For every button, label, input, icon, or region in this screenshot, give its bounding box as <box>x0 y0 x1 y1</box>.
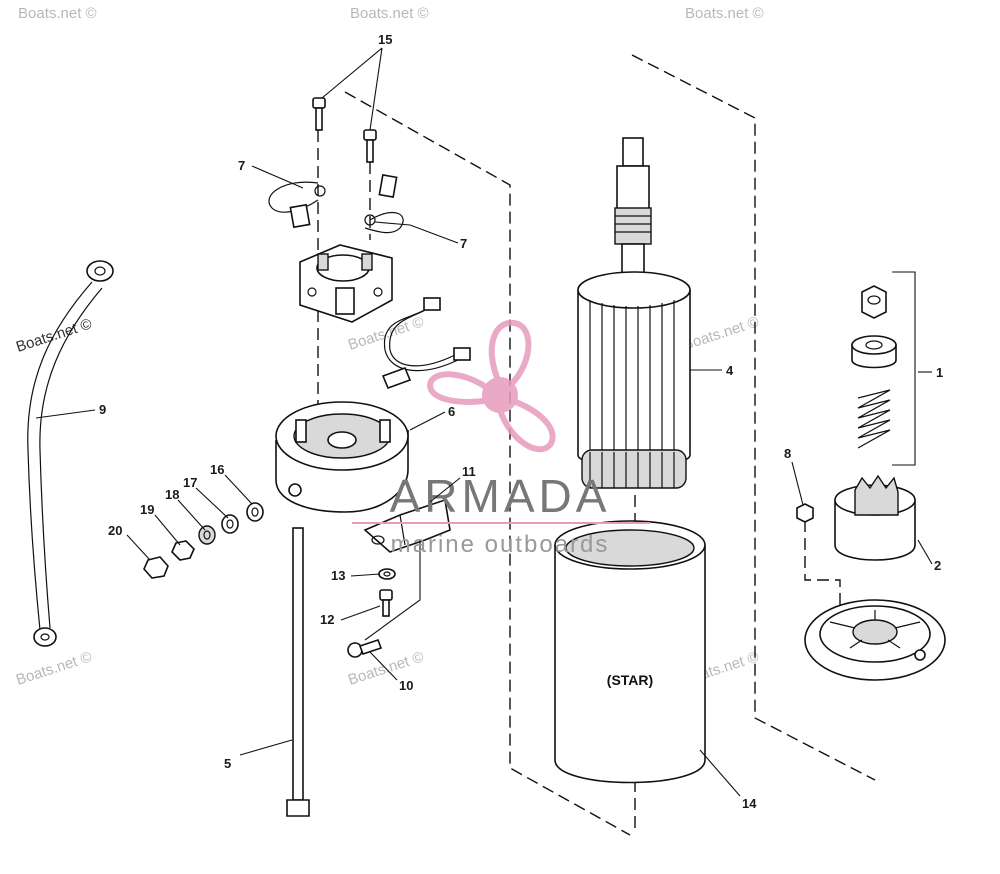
watermark-text: Boats.net © <box>18 5 97 22</box>
nut-part-8 <box>796 503 814 523</box>
brush-lead-wire <box>381 297 471 390</box>
callout-1: 1 <box>936 365 943 380</box>
hardware-stack-16-20 <box>143 502 264 579</box>
callout-2: 2 <box>934 558 941 573</box>
pinion-part-2 <box>834 474 916 561</box>
callout-12: 12 <box>320 612 334 627</box>
callout-15: 15 <box>378 32 392 47</box>
drive-stack-part-1 <box>851 285 897 449</box>
callout-13: 13 <box>331 568 345 583</box>
brand-name: ARMADA <box>390 470 611 522</box>
callout-8: 8 <box>784 446 791 461</box>
callout-11: 11 <box>462 464 476 479</box>
callout-17: 17 <box>183 475 197 490</box>
armature-part-4 <box>577 137 691 489</box>
screw-part-15 <box>312 97 377 163</box>
washer-part-13 <box>378 568 396 580</box>
screw-part-10 <box>347 638 383 658</box>
bracket-leader <box>364 540 421 641</box>
callout-5: 5 <box>224 756 231 771</box>
callout-18: 18 <box>165 487 179 502</box>
callout-4: 4 <box>726 363 734 378</box>
spring-clip-part-7 <box>268 174 404 234</box>
callout-20: 20 <box>108 523 122 538</box>
brush-holder-plate <box>299 244 393 323</box>
watermark-text: Boats.net © <box>350 5 429 22</box>
callout-9: 9 <box>99 402 106 417</box>
frame-marking: (STAR) <box>607 672 653 688</box>
callout-7: 7 <box>460 236 467 251</box>
callout-19: 19 <box>140 502 154 517</box>
watermark-text: Boats.net © <box>14 648 94 688</box>
drive-end-cap <box>804 599 946 681</box>
bracket-part-11 <box>363 498 451 553</box>
watermark-text: Boats.net © <box>685 5 764 22</box>
callout-7: 7 <box>238 158 245 173</box>
frame-part-14: (STAR) <box>554 520 706 784</box>
group-bracket <box>892 271 916 466</box>
watermark-text: Boats.net © <box>681 313 761 353</box>
leader-lines <box>35 47 933 797</box>
propeller-logo-icon <box>426 319 556 453</box>
callout-6: 6 <box>448 404 455 419</box>
callout-14: 14 <box>742 796 757 811</box>
brand-watermark: ARMADA marine outboards <box>352 319 650 558</box>
callout-10: 10 <box>399 678 413 693</box>
through-bolt-part-5 <box>286 527 310 817</box>
callout-16: 16 <box>210 462 224 477</box>
screw-part-12 <box>379 589 393 617</box>
brand-tagline: marine outboards <box>391 531 610 558</box>
end-housing-part-6 <box>275 401 409 513</box>
callout-labels: 15 7 7 4 1 2 8 9 6 11 12 13 10 14 5 16 1… <box>99 32 943 811</box>
cable-part-9 <box>27 260 114 647</box>
